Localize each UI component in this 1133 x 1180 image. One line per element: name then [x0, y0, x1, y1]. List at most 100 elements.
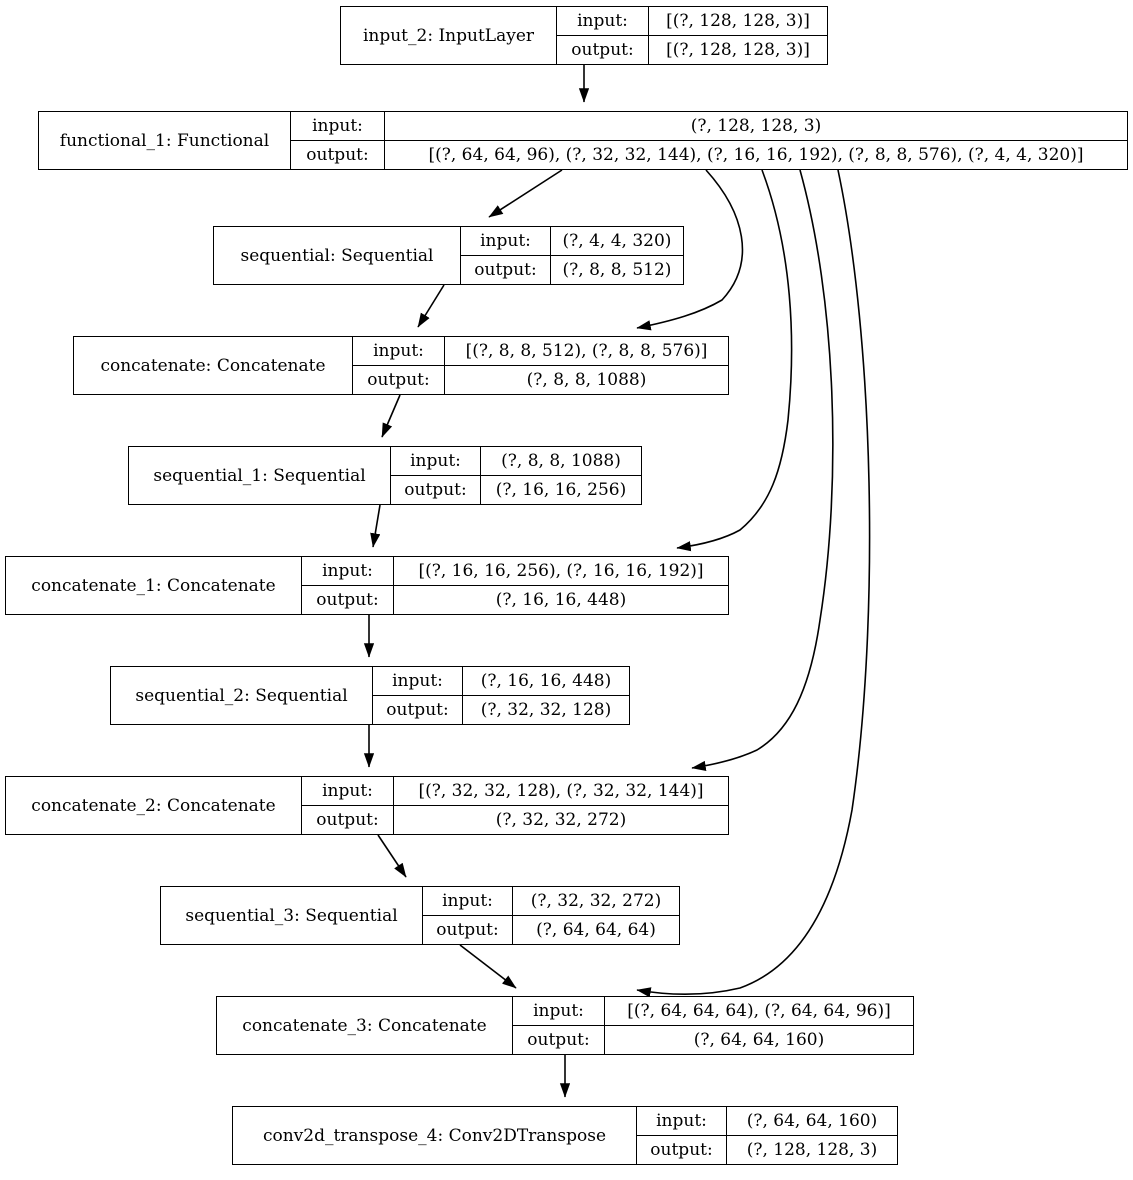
node-input-value-concatenate_2: [(?, 32, 32, 128), (?, 32, 32, 144)] — [418, 781, 704, 801]
node-input-label-sequential_2: input: — [373, 667, 463, 695]
node-input-label-input_2: input: — [557, 7, 649, 35]
node-label-concatenate_2: concatenate_2: Concatenate — [6, 777, 302, 834]
node-input-value-concatenate_3: [(?, 64, 64, 64), (?, 64, 64, 96)] — [627, 1001, 891, 1021]
node-label-concatenate_3: concatenate_3: Concatenate — [217, 997, 513, 1054]
node-output-row-conv2d_transpose_4: output: (?, 128, 128, 3) — [637, 1136, 897, 1164]
edge-e-functional1-sequential — [488, 169, 563, 218]
node-input-row-concatenate_3: input: [(?, 64, 64, 64), (?, 64, 64, 96)] — [513, 997, 913, 1026]
node-output-label-concatenate_2: output: — [302, 806, 394, 834]
node-io-block-concatenate: input:[(?, 8, 8, 512), (?, 8, 8, 576)]ou… — [353, 337, 728, 394]
node-input-row-sequential_1: input: (?, 8, 8, 1088) — [391, 447, 641, 476]
node-output-row-concatenate_3: output: (?, 64, 64, 160) — [513, 1026, 913, 1054]
node-output-value-functional_1: [(?, 64, 64, 96), (?, 32, 32, 144), (?, … — [428, 145, 1084, 165]
node-io-block-concatenate_1: input: [(?, 16, 16, 256), (?, 16, 16, 192… — [302, 557, 728, 614]
node-label-sequential_2: sequential_2: Sequential — [111, 667, 373, 724]
node-input-row-concatenate: input:[(?, 8, 8, 512), (?, 8, 8, 576)] — [353, 337, 728, 366]
node-input-row-input_2: input: [(?, 128, 128, 3)] — [557, 7, 827, 36]
node-input-row-conv2d_transpose_4: input: (?, 64, 64, 160) — [637, 1107, 897, 1136]
node-label-sequential_3: sequential_3: Sequential — [161, 887, 423, 944]
node-output-label-sequential_2: output: — [373, 696, 463, 724]
node-output-label-concatenate_1: output: — [302, 586, 394, 614]
node-io-block-concatenate_2: input: [(?, 32, 32, 128), (?, 32, 32, 144… — [302, 777, 728, 834]
node-output-row-sequential_2: output: (?, 32, 32, 128) — [373, 696, 629, 724]
node-output-row-sequential: output: (?, 8, 8, 512) — [461, 256, 683, 284]
node-io-block-sequential_3: input: (?, 32, 32, 272) output: (?, 64, 64,… — [423, 887, 679, 944]
node-input-row-sequential: input: (?, 4, 4, 320) — [461, 227, 683, 256]
node-input-label-concatenate: input: — [353, 337, 445, 365]
node-output-value-sequential_3: (?, 64, 64, 64) — [536, 920, 656, 940]
node-output-row-concatenate: output:(?, 8, 8, 1088) — [353, 366, 728, 394]
edge-e-sequential1-concatenate1 — [370, 504, 381, 548]
node-label-conv2d_transpose_4: conv2d_transpose_4: Conv2DTranspose — [233, 1107, 637, 1164]
node-input-value-concatenate_1: [(?, 16, 16, 256), (?, 16, 16, 192)] — [418, 561, 704, 581]
node-io-block-functional_1: input: (?, 128, 128, 3) output: [(?, 64, 64… — [291, 112, 1127, 169]
node-input-label-sequential_3: input: — [423, 887, 513, 915]
node-label-functional_1: functional_1: Functional — [39, 112, 291, 169]
node-output-row-concatenate_1: output: (?, 16, 16, 448) — [302, 586, 728, 614]
node-label-input_2: input_2: InputLayer — [341, 7, 557, 64]
node-input-value-sequential: (?, 4, 4, 320) — [562, 231, 672, 251]
node-output-label-conv2d_transpose_4: output: — [637, 1136, 727, 1164]
node-label-sequential_1: sequential_1: Sequential — [129, 447, 391, 504]
node-input-label-sequential_1: input: — [391, 447, 481, 475]
node-io-block-concatenate_3: input: [(?, 64, 64, 64), (?, 64, 64, 96)]… — [513, 997, 913, 1054]
node-output-label-concatenate_3: output: — [513, 1026, 605, 1054]
node-label-concatenate_1: concatenate_1: Concatenate — [6, 557, 302, 614]
node-input-row-sequential_3: input: (?, 32, 32, 272) — [423, 887, 679, 916]
node-output-label-concatenate: output: — [353, 366, 445, 394]
node-input-value-input_2: [(?, 128, 128, 3)] — [666, 11, 810, 31]
node-output-row-sequential_1: output:(?, 16, 16, 256) — [391, 476, 641, 504]
node-output-row-functional_1: output: [(?, 64, 64, 96), (?, 32, 32, 144… — [291, 141, 1127, 169]
node-input-label-concatenate_2: input: — [302, 777, 394, 805]
node-io-block-conv2d_transpose_4: input: (?, 64, 64, 160) output: (?, 128, 12… — [637, 1107, 897, 1164]
node-output-label-sequential_3: output: — [423, 916, 513, 944]
node-io-block-sequential: input: (?, 4, 4, 320) output: (?, 8, 8, 512… — [461, 227, 683, 284]
node-input-label-concatenate_1: input: — [302, 557, 394, 585]
node-io-block-sequential_2: input: (?, 16, 16, 448) output: (?, 32, 32,… — [373, 667, 629, 724]
node-output-value-concatenate_3: (?, 64, 64, 160) — [693, 1030, 825, 1050]
node-input-row-concatenate_1: input: [(?, 16, 16, 256), (?, 16, 16, 192… — [302, 557, 728, 586]
node-output-row-input_2: output:[(?, 128, 128, 3)] — [557, 36, 827, 64]
node-input-label-concatenate_3: input: — [513, 997, 605, 1025]
node-output-row-sequential_3: output: (?, 64, 64, 64) — [423, 916, 679, 944]
node-output-label-sequential: output: — [461, 256, 551, 284]
node-output-label-functional_1: output: — [291, 141, 385, 169]
edge-e-functional1-concatenate2-skip — [691, 169, 834, 771]
node-output-value-concatenate_1: (?, 16, 16, 448) — [495, 590, 627, 610]
node-input-row-concatenate_2: input: [(?, 32, 32, 128), (?, 32, 32, 144… — [302, 777, 728, 806]
node-output-value-sequential: (?, 8, 8, 512) — [562, 260, 672, 280]
node-io-block-input_2: input: [(?, 128, 128, 3)] output:[(?, 128,… — [557, 7, 827, 64]
node-io-block-sequential_1: input: (?, 8, 8, 1088) output:(?, 16, 16, … — [391, 447, 641, 504]
edge-e-sequential-concatenate — [417, 284, 445, 328]
node-input-value-sequential_2: (?, 16, 16, 448) — [480, 671, 612, 691]
node-output-row-concatenate_2: output: (?, 32, 32, 272) — [302, 806, 728, 834]
node-output-value-concatenate_2: (?, 32, 32, 272) — [495, 810, 627, 830]
node-input-label-functional_1: input: — [291, 112, 385, 140]
edge-e-concatenate-sequential1 — [381, 394, 401, 438]
node-input-value-sequential_1: (?, 8, 8, 1088) — [501, 451, 621, 471]
node-input-value-sequential_3: (?, 32, 32, 272) — [530, 891, 662, 911]
node-input-value-conv2d_transpose_4: (?, 64, 64, 160) — [746, 1111, 878, 1131]
node-input-row-functional_1: input: (?, 128, 128, 3) — [291, 112, 1127, 141]
node-input-label-conv2d_transpose_4: input: — [637, 1107, 727, 1135]
node-output-value-conv2d_transpose_4: (?, 128, 128, 3) — [746, 1140, 878, 1160]
node-input-value-functional_1: (?, 128, 128, 3) — [690, 116, 822, 136]
node-input-row-sequential_2: input: (?, 16, 16, 448) — [373, 667, 629, 696]
node-input-label-sequential: input: — [461, 227, 551, 255]
node-output-label-input_2: output: — [557, 36, 649, 64]
edge-e-sequential3-concatenate3 — [459, 944, 517, 989]
node-output-value-sequential_2: (?, 32, 32, 128) — [480, 700, 612, 720]
node-output-label-sequential_1: output: — [391, 476, 481, 504]
